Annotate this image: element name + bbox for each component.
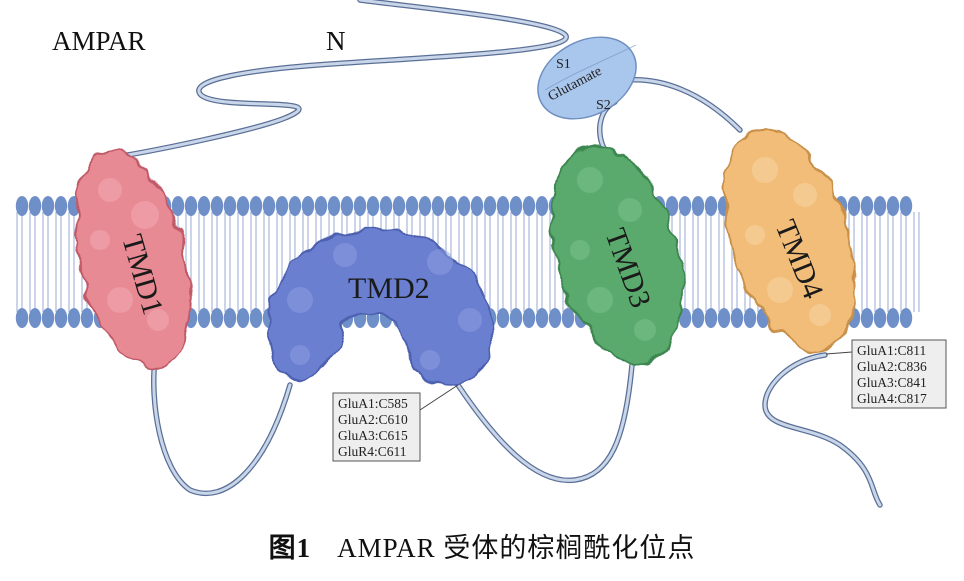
lipid-head <box>249 308 263 328</box>
lipid-head <box>249 196 263 216</box>
lipid-head <box>535 196 549 216</box>
lipid-head <box>509 196 523 216</box>
lipid-head <box>54 308 68 328</box>
lipid-head <box>860 196 874 216</box>
lipid-head <box>171 196 185 216</box>
ampar-diagram: TMD1 TMD2 TMD3 TMD4 <box>15 0 947 508</box>
lipid-head <box>340 196 354 216</box>
lipid-head <box>873 196 887 216</box>
tmd4-site: GluA1:C811 <box>857 343 926 358</box>
tmd3-domain: TMD3 <box>550 145 684 365</box>
lipid-head <box>496 196 510 216</box>
lipid-head <box>548 308 562 328</box>
tmd2-site: GluR4:C611 <box>338 444 407 459</box>
lipid-head <box>353 196 367 216</box>
caption-text: AMPAR 受体的棕榈酰化位点 <box>337 533 696 563</box>
lipid-head <box>197 308 211 328</box>
tmd2-site: GluA1:C585 <box>338 396 408 411</box>
lipid-head <box>223 308 237 328</box>
n-terminus-label: N <box>326 26 346 56</box>
lipid-head <box>301 196 315 216</box>
lipid-head <box>67 308 81 328</box>
tmd4-site-box: GluA1:C811 GluA2:C836 GluA3:C841 GluA4:C… <box>825 339 947 409</box>
lipid-head <box>236 196 250 216</box>
lipid-head <box>665 196 679 216</box>
lipid-head <box>483 196 497 216</box>
lipid-head <box>275 196 289 216</box>
lipid-head <box>392 196 406 216</box>
lipid-head <box>41 196 55 216</box>
lipid-head <box>80 308 94 328</box>
lipid-head <box>184 196 198 216</box>
lipid-head <box>41 308 55 328</box>
lipid-head <box>691 308 705 328</box>
tmd2-domain: TMD2 <box>267 230 494 387</box>
lipid-head <box>730 308 744 328</box>
lipid-head <box>561 308 575 328</box>
lipid-head <box>899 196 913 216</box>
lipid-head <box>704 308 718 328</box>
lipid-head <box>535 308 549 328</box>
lipid-head <box>457 196 471 216</box>
lipid-head <box>886 308 900 328</box>
lipid-head <box>678 196 692 216</box>
lipid-head <box>28 196 42 216</box>
lipid-head <box>860 308 874 328</box>
lipid-head <box>899 308 913 328</box>
lipid-head <box>28 308 42 328</box>
s1-label: S1 <box>556 57 571 72</box>
lipid-head <box>288 196 302 216</box>
tmd4-site: GluA4:C817 <box>857 391 927 406</box>
lipid-head <box>431 196 445 216</box>
lipid-head <box>678 308 692 328</box>
lipid-head <box>405 196 419 216</box>
lipid-head <box>223 196 237 216</box>
s2-label: S2 <box>596 98 611 113</box>
lipid-head <box>379 196 393 216</box>
ampar-label: AMPAR <box>52 26 146 56</box>
lipid-head <box>847 196 861 216</box>
lipid-head <box>691 196 705 216</box>
lipid-head <box>704 196 718 216</box>
tmd4-domain: TMD4 <box>723 128 857 352</box>
lipid-head <box>522 196 536 216</box>
lipid-head <box>262 196 276 216</box>
tmd2-site: GluA2:C610 <box>338 412 408 427</box>
lipid-head <box>314 196 328 216</box>
lipid-head <box>236 308 250 328</box>
lipid-head <box>522 308 536 328</box>
lipid-head <box>873 308 887 328</box>
lipid-head <box>54 196 68 216</box>
ligand-binding-domain: S1 Glutamate S2 <box>537 36 637 120</box>
lipid-head <box>210 308 224 328</box>
lipid-head <box>470 196 484 216</box>
lipid-head <box>886 196 900 216</box>
tmd4-site: GluA2:C836 <box>857 359 927 374</box>
lipid-head <box>366 196 380 216</box>
lipid-head <box>15 308 29 328</box>
lipid-head <box>509 308 523 328</box>
figure-number: 图1 <box>268 533 312 563</box>
lipid-head <box>418 196 432 216</box>
tmd2-site-box: GluA1:C585 GluA2:C610 GluA3:C615 GluR4:C… <box>332 384 459 462</box>
lipid-head <box>496 308 510 328</box>
tmd4-site: GluA3:C841 <box>857 375 927 390</box>
lipid-head <box>743 308 757 328</box>
tmd1-domain: TMD1 <box>74 149 192 371</box>
lipid-head <box>15 196 29 216</box>
lipid-head <box>717 308 731 328</box>
lipid-head <box>327 196 341 216</box>
figure-caption: 图1 AMPAR 受体的棕榈酰化位点 <box>0 526 964 565</box>
tmd2-site: GluA3:C615 <box>338 428 408 443</box>
tmd2-label: TMD2 <box>348 272 430 305</box>
lipid-head <box>210 196 224 216</box>
lipid-head <box>444 196 458 216</box>
lipid-head <box>197 196 211 216</box>
